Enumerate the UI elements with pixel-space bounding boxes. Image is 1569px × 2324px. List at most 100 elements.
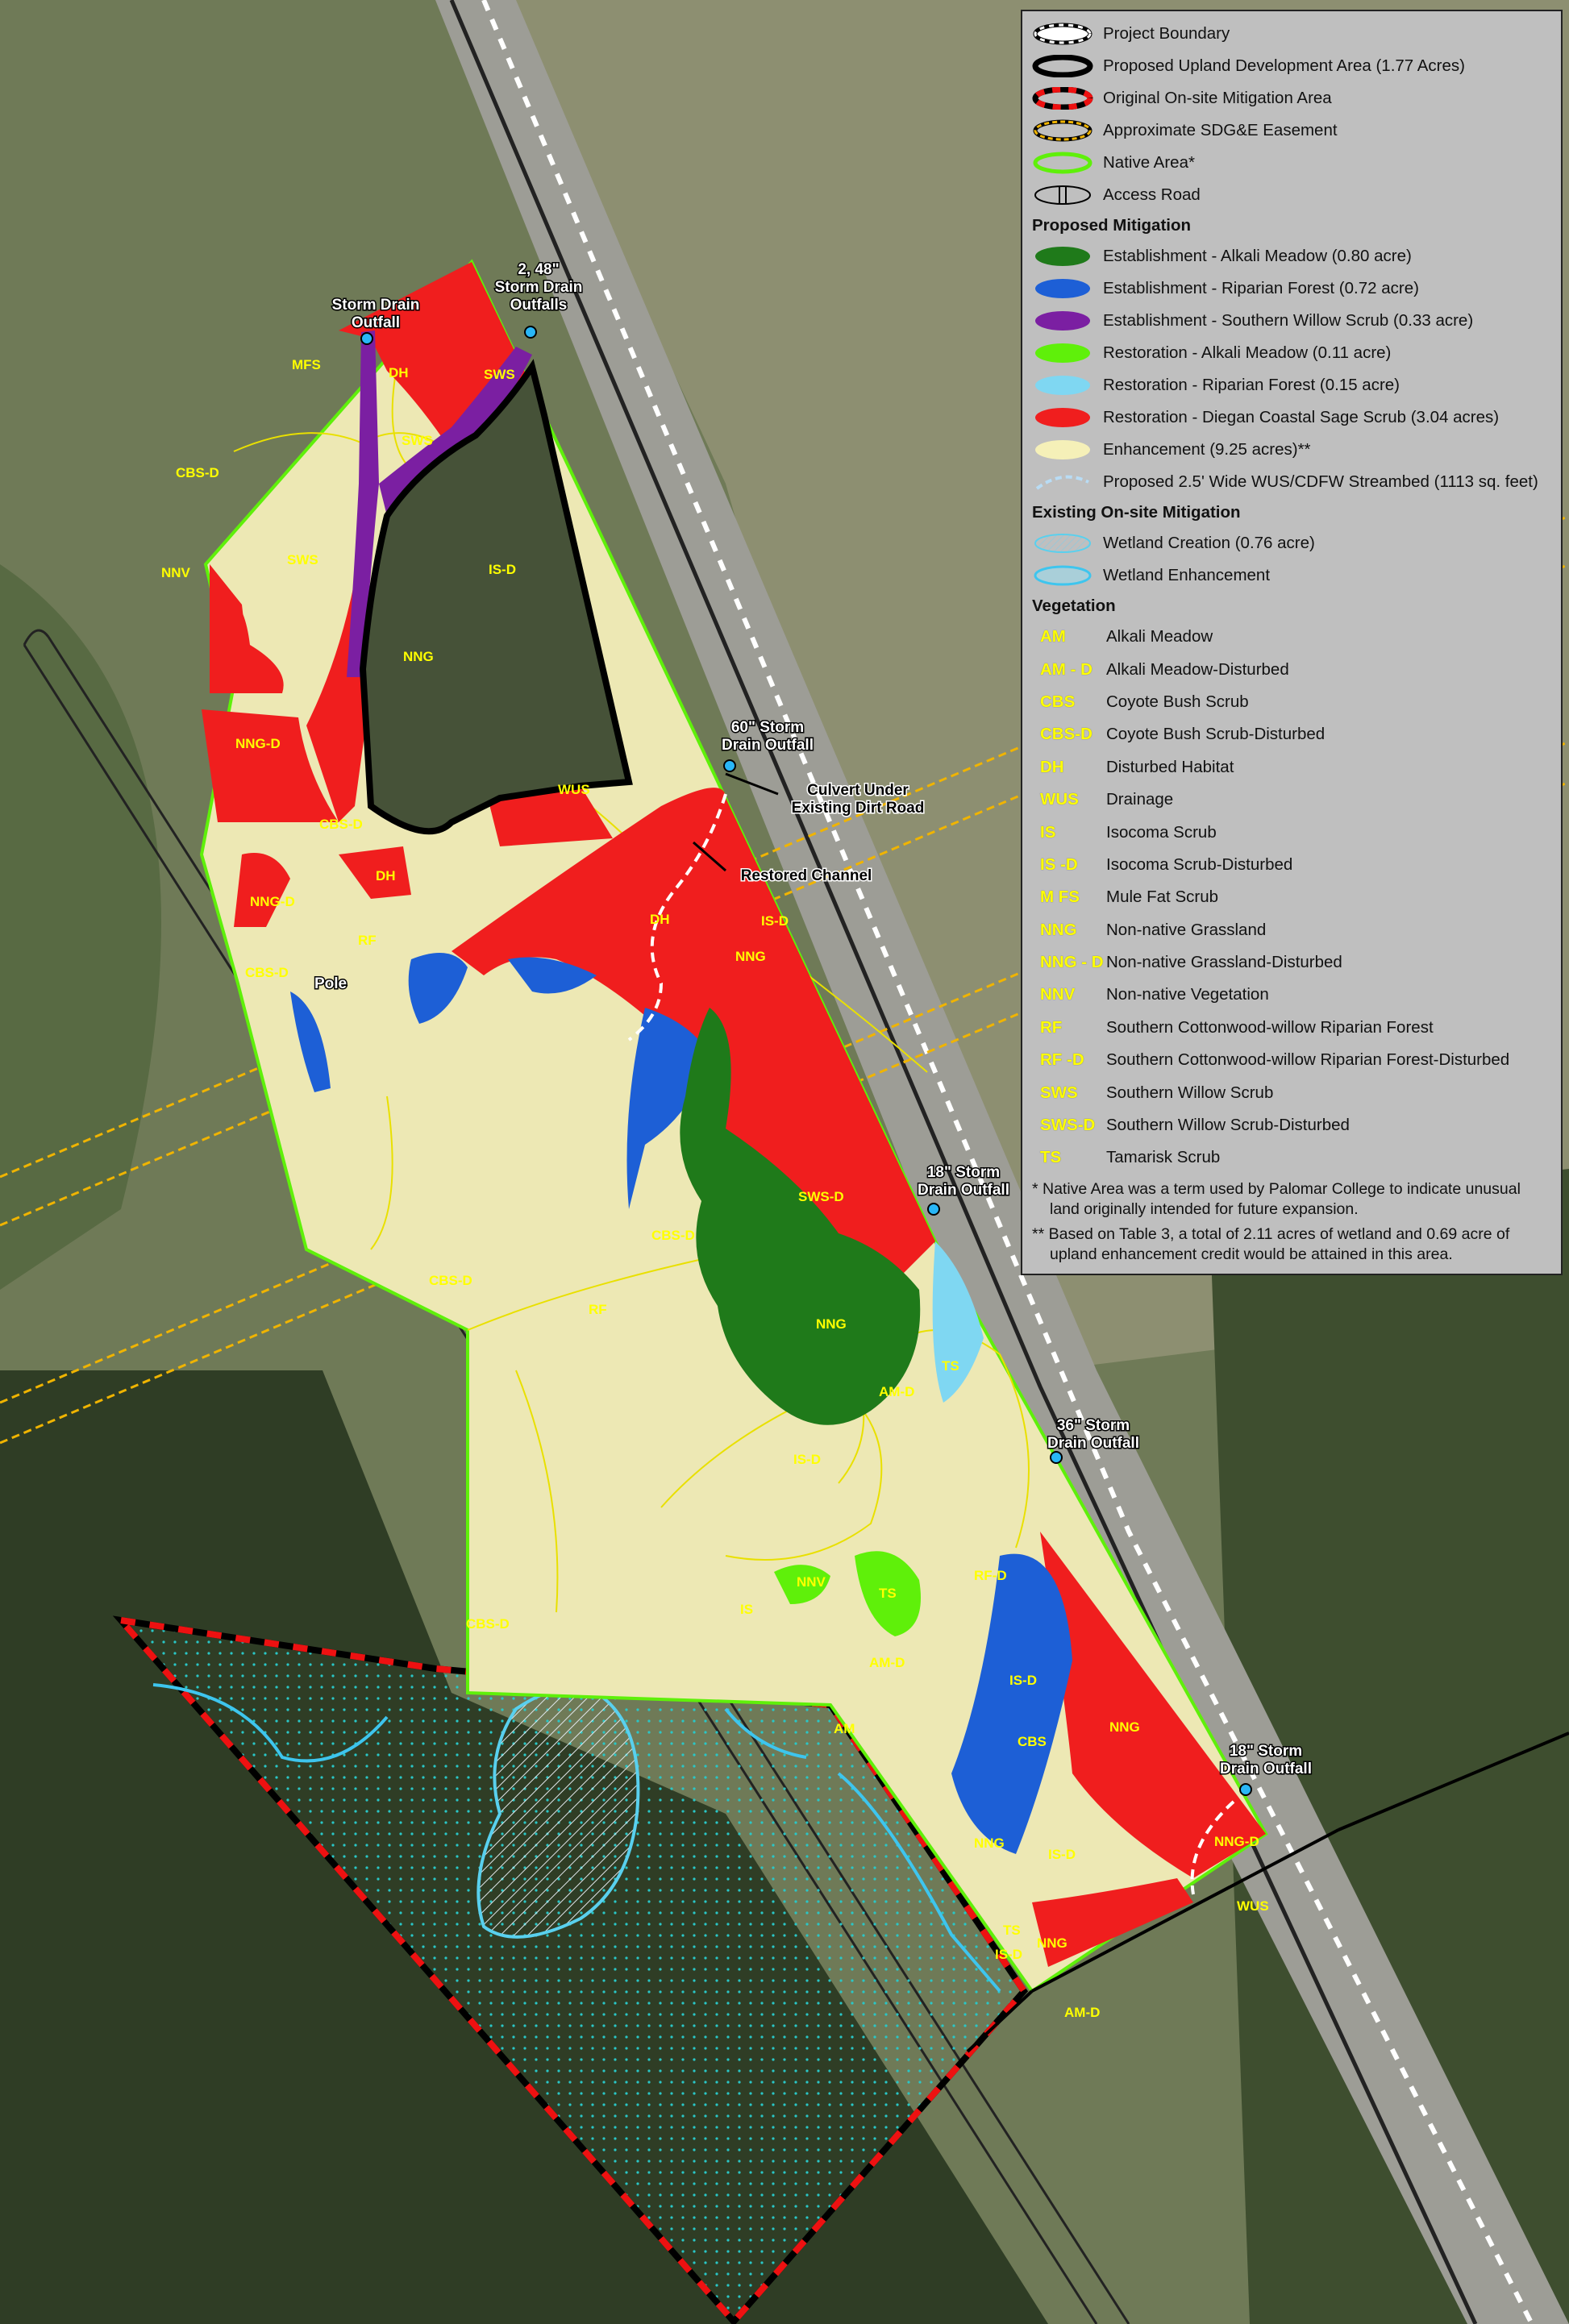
annotation-line: Culvert Under — [807, 782, 909, 799]
legend-label: Restoration - Riparian Forest (0.15 acre… — [1103, 376, 1400, 394]
vegetation-code: M FS — [1040, 888, 1080, 907]
veg-label: NNG — [1037, 1935, 1068, 1951]
vegetation-label: Coyote Bush Scrub — [1106, 692, 1249, 711]
legend-heading: Existing On-site Mitigation — [1032, 503, 1241, 522]
legend-label: Original On-site Mitigation Area — [1103, 89, 1332, 107]
annotation-line: 60" Storm — [731, 719, 804, 736]
veg-label: CBS-D — [319, 817, 363, 832]
legend-item: Access Road — [1032, 179, 1554, 211]
legend-item: Establishment - Southern Willow Scrub (0… — [1032, 305, 1554, 337]
vegetation-item: IS -D Isocoma Scrub-Disturbed — [1032, 849, 1554, 881]
vegetation-code: AM - D — [1040, 659, 1092, 679]
vegetation-code: DH — [1040, 757, 1064, 776]
veg-label: NNG-D — [235, 736, 281, 751]
annotation-line: Storm Drain — [495, 279, 583, 296]
vegetation-item: CBS-D Coyote Bush Scrub-Disturbed — [1032, 718, 1554, 750]
legend-item: Native Area* — [1032, 147, 1554, 179]
veg-label: SWS-D — [798, 1189, 844, 1204]
annotation-line: Drain Outfall — [1047, 1435, 1139, 1452]
veg-label: CBS — [1018, 1734, 1047, 1749]
annotation-line: Outfalls — [510, 297, 568, 314]
annotation-line: 18" Storm — [1230, 1743, 1302, 1760]
legend-label: Establishment - Southern Willow Scrub (0… — [1103, 311, 1474, 330]
vegetation-item: AM - D Alkali Meadow-Disturbed — [1032, 653, 1554, 685]
veg-label: SWS — [402, 433, 433, 448]
veg-label: NNG — [816, 1316, 847, 1332]
veg-label: SWS — [287, 552, 318, 567]
legend-item: Wetland Creation (0.76 acre) — [1032, 527, 1554, 559]
vegetation-label: Non-native Grassland-Disturbed — [1106, 953, 1342, 972]
veg-label: NNV — [797, 1574, 826, 1590]
annotation-line: Restored Channel — [741, 867, 872, 884]
annotation-line: Drain Outfall — [722, 737, 814, 754]
veg-label: NNG-D — [250, 894, 295, 909]
legend-label: Access Road — [1103, 185, 1201, 204]
map-legend: Project Boundary Proposed Upland Develop… — [1021, 10, 1563, 1275]
veg-label: NNV — [161, 565, 191, 580]
easement-symbol — [1033, 119, 1092, 142]
veg-label: DH — [650, 912, 670, 927]
annotation-line: Pole — [314, 975, 347, 992]
vegetation-code: SWS-D — [1040, 1116, 1096, 1135]
veg-label: IS-D — [793, 1452, 821, 1467]
legend-label: Establishment - Alkali Meadow (0.80 acre… — [1103, 247, 1412, 265]
veg-label: TS — [879, 1586, 897, 1601]
veg-label: RF — [589, 1302, 607, 1317]
legend-item: Establishment - Riparian Forest (0.72 ac… — [1032, 272, 1554, 305]
veg-label: NNG — [403, 649, 434, 664]
development-area-symbol — [1032, 55, 1093, 77]
riparian-restoration-swatch — [1035, 376, 1090, 395]
vegetation-label: Alkali Meadow-Disturbed — [1106, 659, 1289, 679]
vegetation-label: Coyote Bush Scrub-Disturbed — [1106, 725, 1326, 744]
veg-label: CBS-D — [466, 1616, 510, 1632]
veg-label: AM-D — [879, 1384, 914, 1399]
legend-label: Enhancement (9.25 acres)** — [1103, 440, 1311, 459]
vegetation-code: SWS — [1040, 1083, 1078, 1102]
map-annotations: Storm Drain Outfall 2, 48" Storm Drain O… — [313, 260, 1313, 1779]
vegetation-label: Alkali Meadow — [1106, 627, 1213, 646]
legend-item: Project Boundary — [1032, 18, 1554, 50]
veg-label: IS-D — [1048, 1847, 1076, 1862]
veg-label: IS — [740, 1602, 753, 1617]
veg-label: CBS-D — [245, 965, 289, 980]
veg-label: TS — [942, 1358, 959, 1374]
vegetation-label: Disturbed Habitat — [1106, 757, 1234, 776]
vegetation-label: Isocoma Scrub-Disturbed — [1106, 854, 1293, 874]
vegetation-label: Southern Cottonwood-willow Riparian Fore… — [1106, 1050, 1510, 1070]
vegetation-code: RF -D — [1040, 1050, 1084, 1070]
vegetation-label: Southern Cottonwood-willow Riparian Fore… — [1106, 1017, 1434, 1037]
annotation-line: 36" Storm — [1057, 1417, 1130, 1434]
legend-label: Project Boundary — [1103, 24, 1230, 43]
veg-label: NNG-D — [1214, 1834, 1259, 1849]
veg-label: TS — [1003, 1923, 1021, 1938]
vegetation-label: Isocoma Scrub — [1106, 822, 1217, 842]
veg-label: RF-D — [974, 1568, 1007, 1583]
willow-establishment-swatch — [1035, 311, 1090, 331]
veg-label: AM — [834, 1721, 855, 1736]
legend-item: Establishment - Alkali Meadow (0.80 acre… — [1032, 240, 1554, 272]
legend-item: Approximate SDG&E Easement — [1032, 114, 1554, 147]
legend-item: Restoration - Riparian Forest (0.15 acre… — [1032, 369, 1554, 401]
legend-item: Restoration - Diegan Coastal Sage Scrub … — [1032, 401, 1554, 434]
alkali-establishment-swatch — [1035, 247, 1090, 266]
veg-label: AM-D — [869, 1655, 905, 1670]
vegetation-item: SWS-D Southern Willow Scrub-Disturbed — [1032, 1109, 1554, 1141]
legend-label: Approximate SDG&E Easement — [1103, 121, 1338, 139]
veg-label: DH — [376, 868, 396, 883]
annotation-line: Drain Outfall — [918, 1182, 1009, 1199]
native-area-symbol — [1033, 152, 1092, 174]
vegetation-code: IS -D — [1040, 854, 1078, 874]
veg-label: CBS-D — [176, 465, 219, 480]
wetland-enhancement-swatch — [1034, 565, 1092, 586]
vegetation-label: Southern Willow Scrub-Disturbed — [1106, 1116, 1350, 1135]
vegetation-code: CBS-D — [1040, 725, 1092, 744]
veg-label: CBS-D — [429, 1273, 472, 1288]
vegetation-code: WUS — [1040, 790, 1079, 809]
legend-label: Restoration - Alkali Meadow (0.11 acre) — [1103, 343, 1392, 362]
veg-label: IS-D — [489, 562, 516, 577]
